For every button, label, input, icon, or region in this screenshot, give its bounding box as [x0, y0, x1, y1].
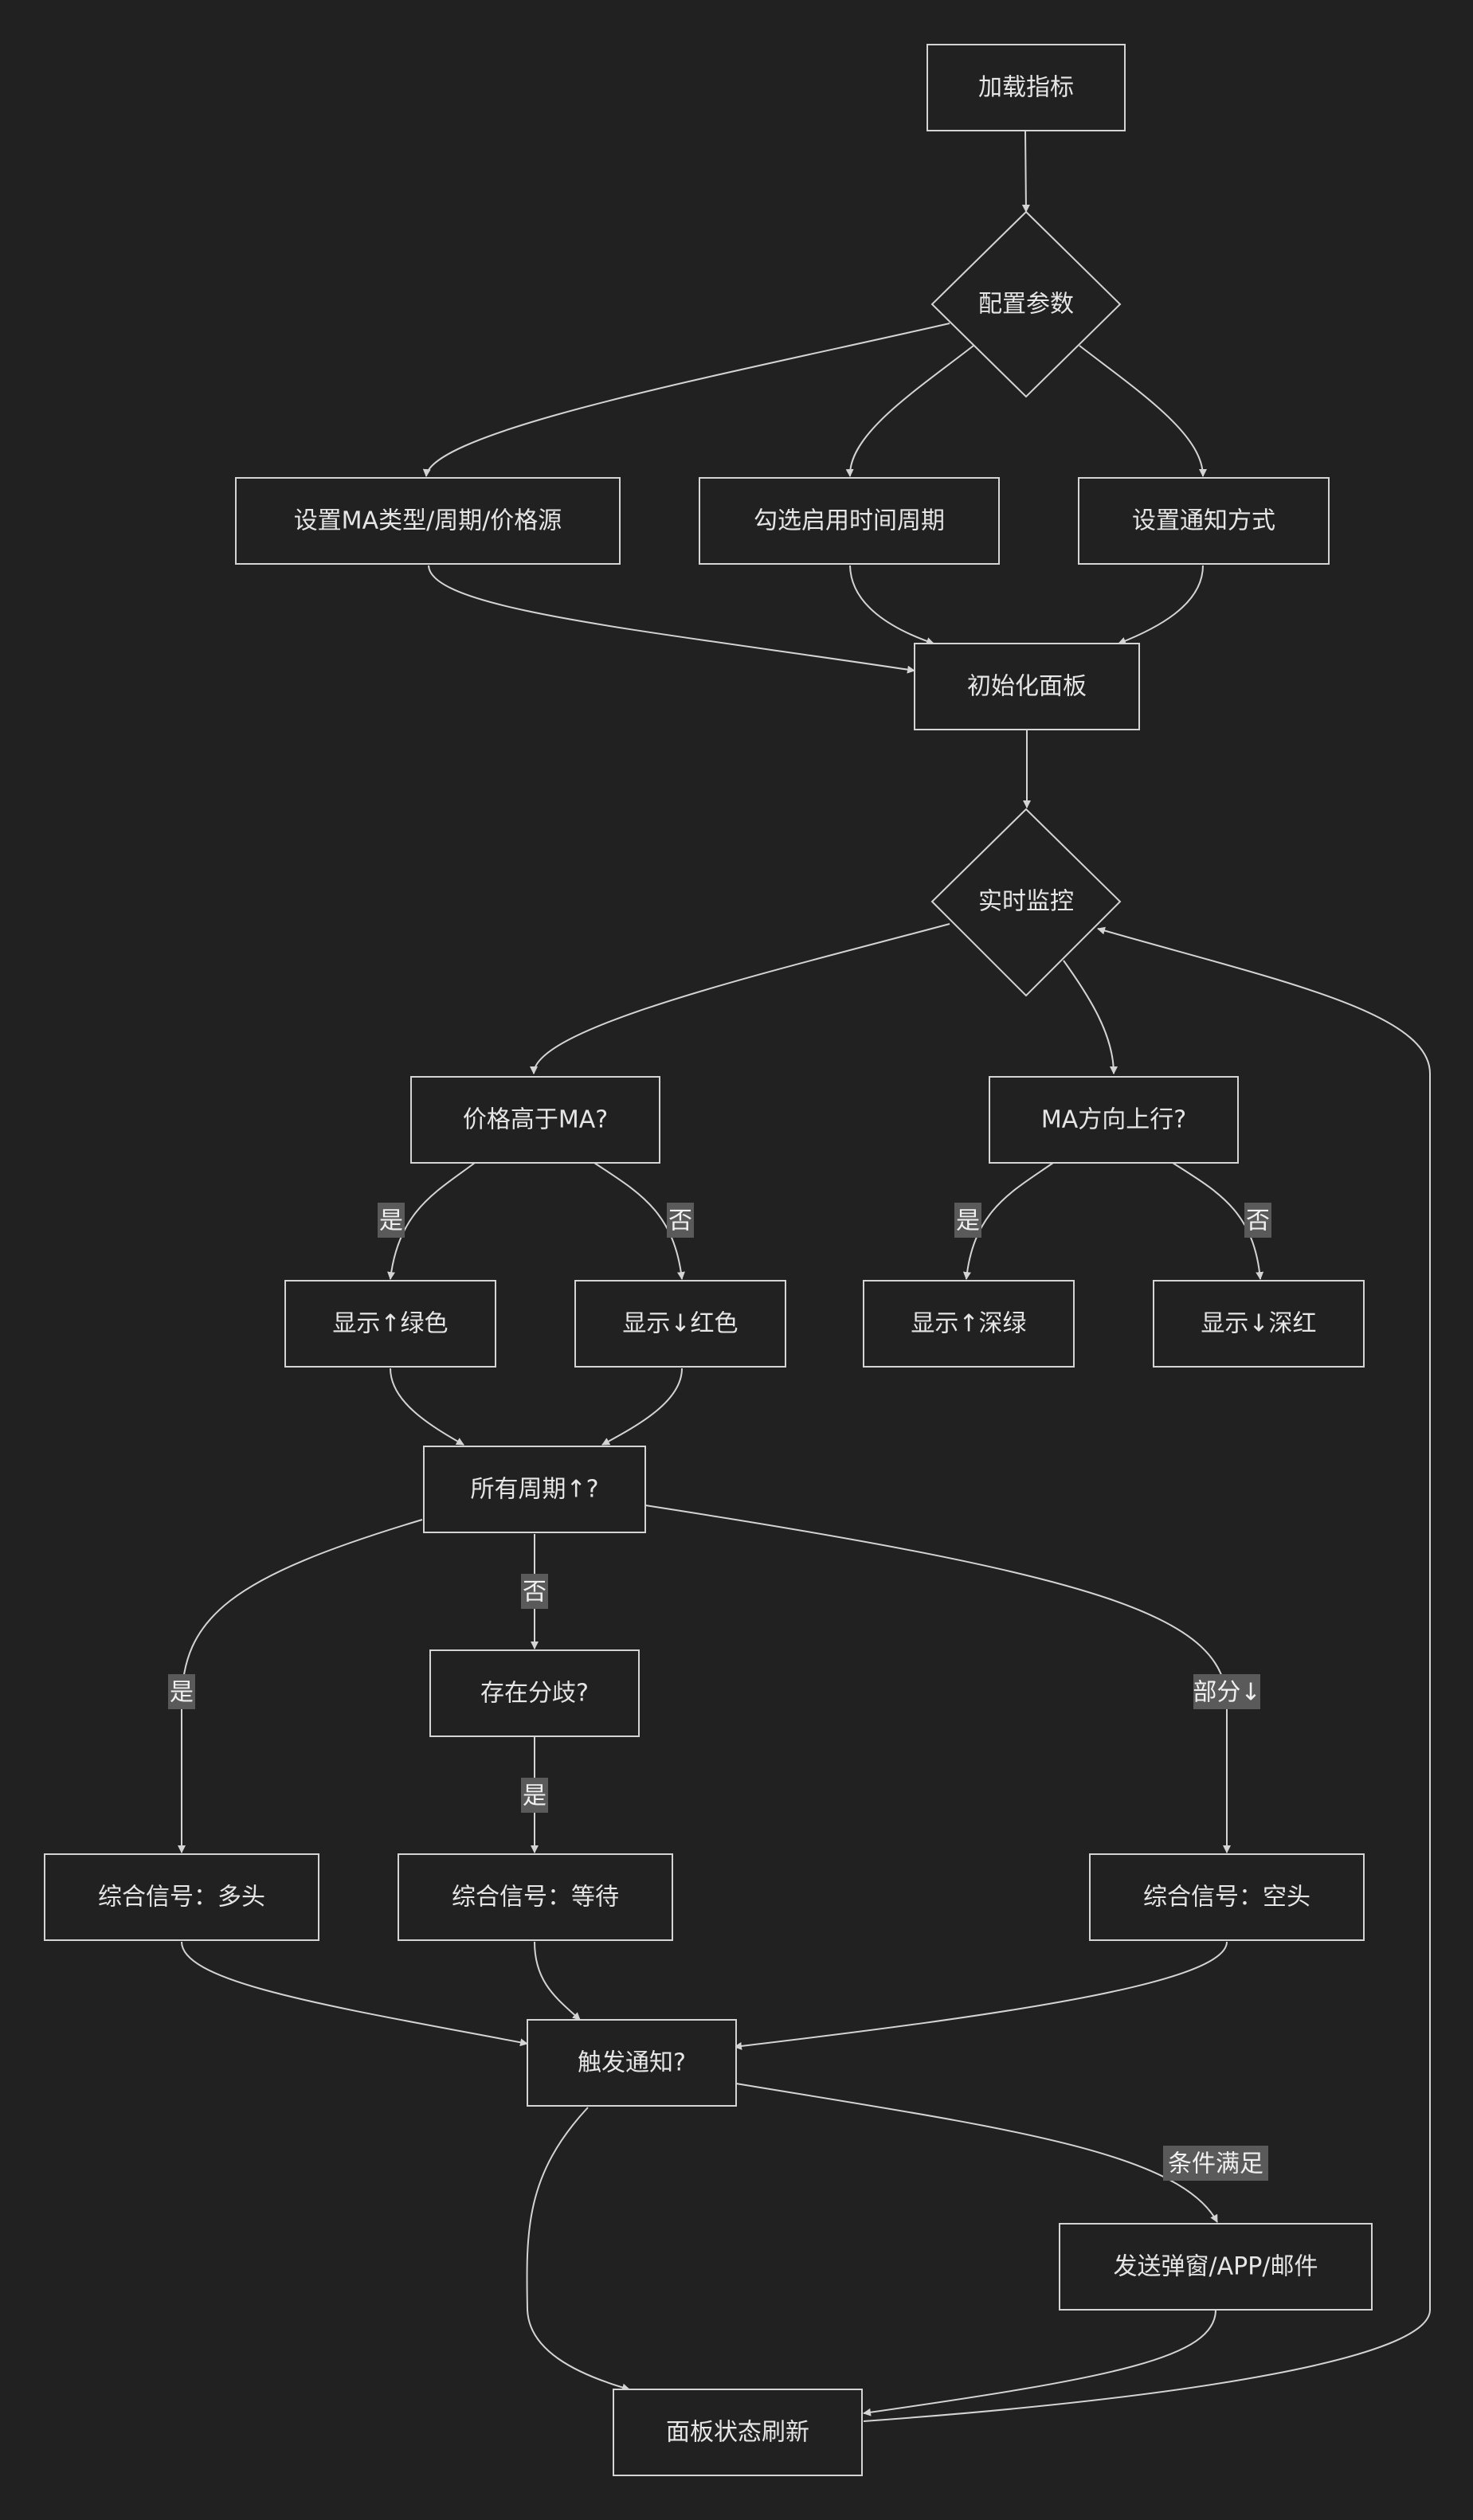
edge-n2-n5: [1079, 345, 1207, 477]
node-label: 价格高于MA?: [463, 1106, 608, 1134]
edge-n7-n8: [530, 923, 950, 1074]
edge-labels: 是 否 是 否 否 是 部分↓ 是 条件满足: [168, 1203, 1271, 2181]
edge-label-n14-n16: 是: [170, 1679, 194, 1707]
node-signal-wait[interactable]: 综合信号：等待: [398, 1853, 673, 1941]
edge-n16-n19: [181, 1941, 528, 2047]
node-set-notify-method[interactable]: 设置通知方式: [1078, 477, 1330, 565]
edge-n17-n19: [534, 1941, 581, 2021]
edge-n19-n20: [735, 2083, 1218, 2223]
label-bg-n9-n12: [954, 1203, 981, 1238]
edge-n14-n18: [644, 1505, 1231, 1853]
node-label: 设置MA类型/周期/价格源: [294, 507, 562, 535]
node-ma-direction-up[interactable]: MA方向上行?: [989, 1076, 1239, 1164]
node-load-indicator[interactable]: 加载指标: [927, 44, 1126, 131]
node-label: 显示↑深绿: [911, 1310, 1026, 1338]
node-show-down-dark-red[interactable]: 显示↓深红: [1153, 1280, 1365, 1368]
node-panel-refresh[interactable]: 面板状态刷新: [613, 2389, 863, 2476]
node-label: 加载指标: [978, 74, 1074, 102]
edge-n5-n6: [1118, 565, 1204, 645]
label-bg-n19-n20: [1163, 2146, 1268, 2181]
edge-n1-n2: [1021, 130, 1030, 213]
edge-n2-n3: [422, 323, 950, 477]
label-bg-n14-n15: [521, 1574, 548, 1609]
edge-n2-n4: [845, 345, 974, 477]
edge-n9-n13: [1172, 1162, 1264, 1280]
node-label: 发送弹窗/APP/邮件: [1114, 2253, 1318, 2281]
label-bg-n14-n16: [168, 1674, 195, 1709]
node-label: 面板状态刷新: [666, 2419, 809, 2447]
edges: [178, 130, 1431, 2422]
edge-label-n19-n20: 条件满足: [1168, 2150, 1263, 2178]
node-show-up-dark-green[interactable]: 显示↑深绿: [863, 1280, 1075, 1368]
node-label: 综合信号：多头: [98, 1884, 265, 1912]
nodes: 加载指标 配置参数 设置MA类型/周期/价格源 勾选启用时间周期 设置通知方式 …: [44, 44, 1373, 2476]
label-bg-n8-n11: [667, 1203, 694, 1238]
edge-n14-n16: [178, 1519, 423, 1853]
edge-label-n15-n17: 是: [523, 1782, 546, 1810]
edge-n20-n21: [863, 2309, 1216, 2416]
edge-label-n8-n10: 是: [379, 1207, 403, 1235]
node-configure-params[interactable]: 配置参数: [930, 210, 1122, 398]
node-label: 勾选启用时间周期: [754, 507, 945, 535]
edge-label-n14-n18: 部分↓: [1193, 1679, 1260, 1707]
edge-n4-n6: [849, 565, 934, 645]
node-label: 存在分歧?: [480, 1680, 589, 1708]
edge-n7-n9: [1063, 960, 1118, 1074]
node-show-down-red[interactable]: 显示↓红色: [574, 1280, 786, 1368]
edge-n9-n12: [962, 1162, 1054, 1280]
label-bg-n9-n13: [1244, 1203, 1271, 1238]
node-label: MA方向上行?: [1041, 1106, 1186, 1134]
edge-label-n14-n15: 否: [523, 1579, 546, 1606]
node-realtime-monitor[interactable]: 实时监控: [930, 808, 1122, 997]
node-trigger-notify[interactable]: 触发通知?: [527, 2019, 737, 2107]
edge-n21-n7: [863, 926, 1431, 2422]
edge-n3-n6: [428, 565, 915, 674]
label-bg-n15-n17: [521, 1778, 548, 1813]
node-label: 初始化面板: [967, 673, 1087, 701]
edge-n8-n11: [594, 1162, 685, 1280]
edge-label-n9-n13: 否: [1246, 1207, 1270, 1235]
node-label: 综合信号：等待: [452, 1884, 619, 1912]
node-select-timeframes[interactable]: 勾选启用时间周期: [699, 477, 1000, 565]
edge-n8-n10: [387, 1162, 476, 1280]
node-all-timeframes-up[interactable]: 所有周期↑?: [423, 1446, 646, 1533]
edge-label-n8-n11: 否: [668, 1207, 692, 1235]
node-label: 触发通知?: [578, 2049, 686, 2077]
edge-n18-n19: [734, 1941, 1228, 2050]
label-bg-n8-n10: [378, 1203, 405, 1238]
node-label: 设置通知方式: [1132, 507, 1275, 535]
node-show-up-green[interactable]: 显示↑绿色: [284, 1280, 496, 1368]
edge-n11-n14: [601, 1368, 683, 1446]
node-label: 配置参数: [978, 291, 1074, 319]
edge-n10-n14: [390, 1368, 464, 1446]
node-signal-short[interactable]: 综合信号：空头: [1089, 1853, 1365, 1941]
node-label: 显示↓深红: [1201, 1310, 1316, 1338]
node-label: 综合信号：空头: [1143, 1884, 1310, 1912]
node-label: 所有周期↑?: [470, 1476, 598, 1504]
label-bg-n14-n18: [1193, 1674, 1260, 1709]
node-price-above-ma[interactable]: 价格高于MA?: [410, 1076, 660, 1164]
node-send-alert[interactable]: 发送弹窗/APP/邮件: [1059, 2223, 1373, 2311]
node-divergence-exists[interactable]: 存在分歧?: [429, 1649, 640, 1737]
edge-n19-n21: [526, 2107, 630, 2392]
node-label: 显示↓红色: [622, 1310, 738, 1338]
node-label: 显示↑绿色: [332, 1310, 448, 1338]
node-label: 实时监控: [978, 888, 1074, 916]
node-set-ma-type[interactable]: 设置MA类型/周期/价格源: [235, 477, 621, 565]
edge-label-n9-n12: 是: [956, 1207, 980, 1235]
node-signal-long[interactable]: 综合信号：多头: [44, 1853, 319, 1941]
node-init-panel[interactable]: 初始化面板: [914, 643, 1140, 730]
